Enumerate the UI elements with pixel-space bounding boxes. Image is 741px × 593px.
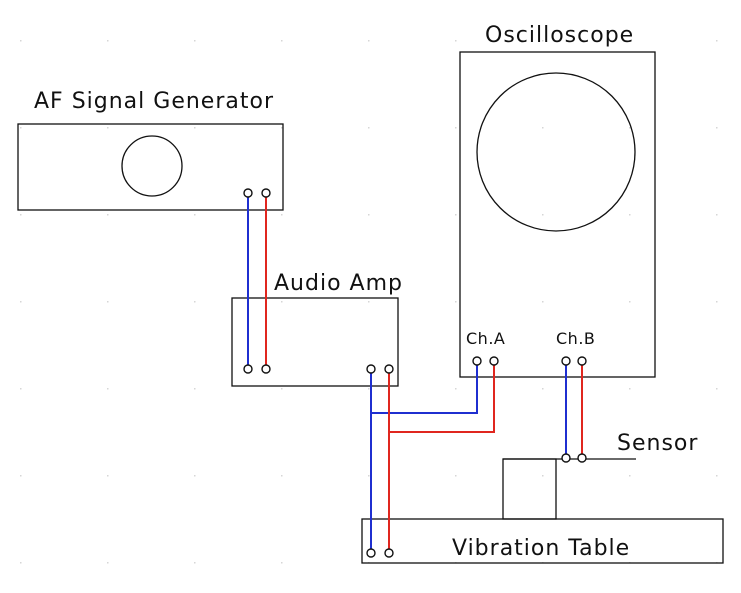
grid-dot — [20, 127, 22, 129]
grid-dot — [368, 475, 370, 477]
grid-dot — [194, 214, 196, 216]
blue-wires — [247, 197, 567, 553]
oscilloscope: Oscilloscope Ch.A Ch.B — [459, 23, 656, 378]
gen-terminal-1 — [243, 188, 253, 198]
grid-dot — [716, 475, 718, 477]
chb-terminal-1 — [561, 356, 571, 366]
grid-dot — [368, 127, 370, 129]
grid-dot — [716, 127, 718, 129]
grid-dot — [716, 301, 718, 303]
grid-dot — [368, 301, 370, 303]
grid-dot — [368, 388, 370, 390]
audio-amp: Audio Amp — [231, 271, 403, 387]
grid-dot — [20, 214, 22, 216]
grid-dot — [629, 475, 631, 477]
grid-dot — [194, 127, 196, 129]
vibration-table: Vibration Table — [361, 458, 724, 564]
red-wires — [265, 197, 583, 553]
af-generator-box — [17, 123, 284, 211]
chb-terminal-2 — [577, 356, 587, 366]
grid-dot — [107, 40, 109, 42]
grid-dot — [716, 214, 718, 216]
grid-dot — [716, 40, 718, 42]
amp-output-terminal-1 — [366, 364, 376, 374]
grid-dot — [542, 388, 544, 390]
grid-dot — [281, 475, 283, 477]
grid-dot — [629, 40, 631, 42]
vibration-mount-block — [502, 458, 557, 520]
oscilloscope-label: Oscilloscope — [485, 23, 634, 48]
grid-dot — [20, 475, 22, 477]
grid-dot — [368, 40, 370, 42]
grid-dot — [107, 562, 109, 564]
grid-dot — [629, 388, 631, 390]
grid-dot — [281, 301, 283, 303]
grid-dot — [107, 475, 109, 477]
grid-dot — [20, 562, 22, 564]
grid-dot — [716, 388, 718, 390]
grid-dot — [629, 301, 631, 303]
sensor-terminal-2 — [577, 453, 587, 463]
amp-to-cha-wire-blue — [371, 362, 478, 414]
grid-dot — [455, 214, 457, 216]
grid-dot — [455, 301, 457, 303]
oscilloscope-screen-icon — [476, 72, 636, 232]
grid-dot — [281, 127, 283, 129]
grid-dot — [281, 214, 283, 216]
vibration-table-label: Vibration Table — [452, 536, 630, 561]
grid-dot — [455, 40, 457, 42]
grid-dot — [194, 475, 196, 477]
grid-dot — [542, 127, 544, 129]
af-signal-generator: AF Signal Generator — [17, 89, 284, 211]
grid-dot — [281, 562, 283, 564]
cha-terminal-1 — [472, 356, 482, 366]
audio-amp-label: Audio Amp — [274, 271, 403, 296]
grid-dot — [542, 214, 544, 216]
grid-dot — [107, 214, 109, 216]
background-grid — [20, 40, 718, 564]
grid-dot — [455, 388, 457, 390]
oscilloscope-box — [459, 51, 656, 378]
grid-dot — [629, 214, 631, 216]
grid-dot — [20, 388, 22, 390]
grid-dot — [194, 562, 196, 564]
grid-dot — [194, 388, 196, 390]
grid-dot — [368, 214, 370, 216]
channel-a-label: Ch.A — [466, 329, 505, 348]
channel-b-label: Ch.B — [556, 329, 595, 348]
grid-dot — [194, 301, 196, 303]
terminals — [243, 188, 587, 558]
amp-to-cha-wire-red — [389, 362, 495, 433]
sensor-terminal-1 — [561, 453, 571, 463]
grid-dot — [455, 475, 457, 477]
grid-dot — [542, 301, 544, 303]
grid-dot — [20, 301, 22, 303]
amp-input-terminal-1 — [243, 364, 253, 374]
cha-terminal-2 — [489, 356, 499, 366]
af-generator-dial-icon — [121, 135, 183, 197]
grid-dot — [107, 301, 109, 303]
sensor: Sensor — [503, 431, 698, 460]
af-generator-label: AF Signal Generator — [34, 89, 274, 114]
amp-output-terminal-2 — [384, 364, 394, 374]
grid-dot — [542, 40, 544, 42]
grid-dot — [281, 388, 283, 390]
audio-amp-box — [231, 297, 399, 387]
grid-dot — [107, 388, 109, 390]
grid-dot — [629, 127, 631, 129]
sensor-label: Sensor — [617, 431, 698, 456]
grid-dot — [455, 127, 457, 129]
gen-terminal-2 — [261, 188, 271, 198]
grid-dot — [281, 40, 283, 42]
table-terminal-2 — [384, 548, 394, 558]
table-terminal-1 — [366, 548, 376, 558]
amp-input-terminal-2 — [261, 364, 271, 374]
grid-dot — [20, 40, 22, 42]
grid-dot — [194, 40, 196, 42]
grid-dot — [107, 127, 109, 129]
grid-dot — [542, 475, 544, 477]
